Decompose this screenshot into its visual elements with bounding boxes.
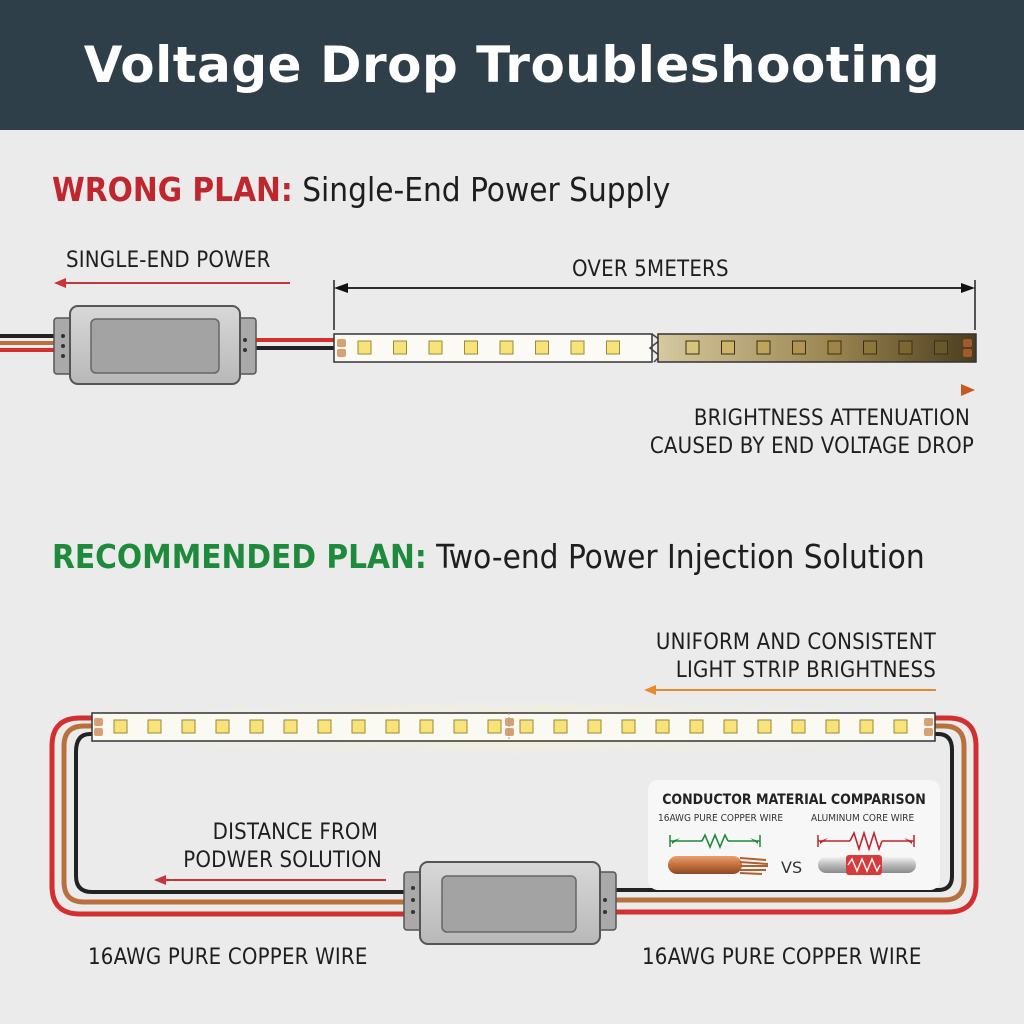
led-chip	[487, 719, 502, 734]
led-chip	[757, 719, 772, 734]
led-chip	[357, 340, 372, 355]
attenuation-label-line2: CAUSED BY END VOLTAGE DROP	[649, 434, 974, 459]
led-chips-bright	[357, 340, 620, 355]
led-chip	[393, 340, 407, 355]
led-chip	[689, 719, 704, 734]
led-chip	[606, 340, 620, 355]
led-chip	[825, 719, 840, 734]
led-chip	[893, 719, 908, 734]
recommended-plan-title: Two-end Power Injection Solution	[436, 537, 925, 576]
led-chip	[655, 719, 670, 734]
wrong-plan-lead: WRONG PLAN:	[52, 170, 293, 209]
led-chip	[898, 340, 913, 355]
led-strip-dim-section	[657, 333, 977, 363]
led-chip	[499, 340, 514, 355]
led-chip	[791, 719, 806, 734]
led-chip	[385, 719, 400, 734]
power-supply-recommended	[403, 861, 617, 945]
length-arrow-head-left	[334, 283, 348, 293]
led-chip	[419, 719, 434, 734]
led-chip	[519, 719, 534, 734]
aluminum-resistance-icon	[817, 830, 915, 852]
attenuation-arrow-head	[961, 384, 975, 396]
distance-label-line2: PODWER SOLUTION	[183, 848, 382, 873]
led-chips-dim	[685, 340, 948, 355]
led-chip	[113, 719, 128, 734]
input-wires-wrong	[0, 334, 60, 352]
led-chip	[570, 340, 585, 355]
attenuation-label-line1: BRIGHTNESS ATTENUATION	[693, 406, 970, 431]
wrong-plan-heading: WRONG PLAN: Single-End Power Supply	[52, 170, 670, 209]
distance-label-line1: DISTANCE FROM	[212, 820, 378, 845]
strip-length-label: OVER 5METERS	[572, 257, 729, 282]
comparison-title: CONDUCTOR MATERIAL COMPARISON	[662, 792, 926, 808]
uniform-label-line2: LIGHT STRIP BRIGHTNESS	[675, 658, 936, 683]
wrong-plan-title: Single-End Power Supply	[302, 170, 671, 209]
led-chip	[934, 340, 948, 355]
led-chip	[249, 719, 264, 734]
led-chip	[827, 340, 842, 355]
length-arrow-head-right	[961, 283, 975, 293]
vs-label: VS	[781, 858, 803, 877]
single-end-power-label: SINGLE-END POWER	[66, 248, 271, 273]
led-strip-bright-section	[333, 333, 653, 363]
led-chip	[721, 340, 735, 355]
led-chip	[453, 719, 468, 734]
conductor-comparison-panel: CONDUCTOR MATERIAL COMPARISON 16AWG PURE…	[648, 780, 940, 890]
header-bar: Voltage Drop Troubleshooting	[0, 0, 1024, 130]
uniform-label-line1: UNIFORM AND CONSISTENT	[655, 630, 936, 655]
led-chip	[859, 719, 874, 734]
led-chip	[553, 719, 568, 734]
led-chip	[428, 340, 443, 355]
led-chip	[181, 719, 196, 734]
led-chip	[587, 719, 602, 734]
wire-label-right: 16AWG PURE COPPER WIRE	[642, 945, 922, 970]
wire-label-left: 16AWG PURE COPPER WIRE	[88, 945, 368, 970]
led-chip	[464, 340, 478, 355]
page-title: Voltage Drop Troubleshooting	[83, 36, 941, 94]
copper-wire-label: 16AWG PURE COPPER WIRE	[658, 813, 784, 824]
led-chip	[621, 719, 636, 734]
recommended-plan-heading: RECOMMENDED PLAN: Two-end Power Injectio…	[52, 537, 925, 576]
copper-resistance-icon	[669, 832, 761, 850]
led-chip	[351, 719, 366, 734]
led-chip	[756, 340, 771, 355]
copper-wire-icon	[668, 856, 769, 875]
led-chip	[792, 340, 806, 355]
aluminum-wire-label: ALUMINUM CORE WIRE	[811, 813, 915, 824]
output-wires-wrong	[250, 338, 335, 350]
led-chip	[535, 340, 549, 355]
led-chip	[685, 340, 700, 355]
led-chip	[863, 340, 877, 355]
led-chips-uniform	[113, 719, 908, 734]
power-supply-wrong	[53, 305, 257, 385]
led-chip	[283, 719, 298, 734]
led-chip	[215, 719, 230, 734]
aluminum-wire-icon	[818, 855, 916, 875]
recommended-plan-lead: RECOMMENDED PLAN:	[52, 537, 427, 576]
led-chip	[317, 719, 332, 734]
loop-wires	[49, 715, 979, 917]
led-chip	[723, 719, 738, 734]
led-chip	[147, 719, 162, 734]
